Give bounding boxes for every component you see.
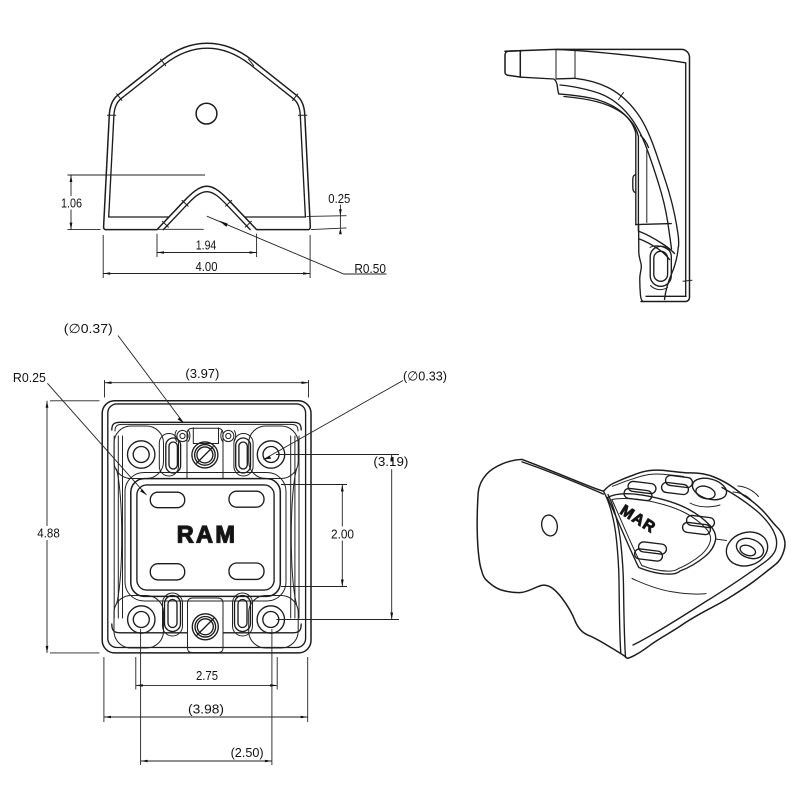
svg-text:0.25: 0.25 — [328, 191, 350, 206]
svg-text:4.00: 4.00 — [196, 259, 218, 274]
svg-text:1.94: 1.94 — [196, 238, 217, 253]
svg-text:R0.50: R0.50 — [354, 261, 386, 276]
svg-text:(2.50): (2.50) — [231, 745, 264, 760]
svg-text:4.88: 4.88 — [37, 526, 60, 541]
svg-text:R0.25: R0.25 — [13, 370, 46, 385]
svg-text:(3.98): (3.98) — [188, 702, 224, 717]
svg-text:1.06: 1.06 — [61, 196, 82, 211]
svg-text:2.00: 2.00 — [331, 527, 354, 542]
svg-text:(∅0.37): (∅0.37) — [64, 321, 113, 336]
svg-text:(3.97): (3.97) — [185, 366, 219, 381]
svg-text:(∅0.33): (∅0.33) — [403, 369, 447, 384]
svg-text:RAM: RAM — [177, 521, 238, 548]
svg-text:2.75: 2.75 — [196, 668, 218, 683]
